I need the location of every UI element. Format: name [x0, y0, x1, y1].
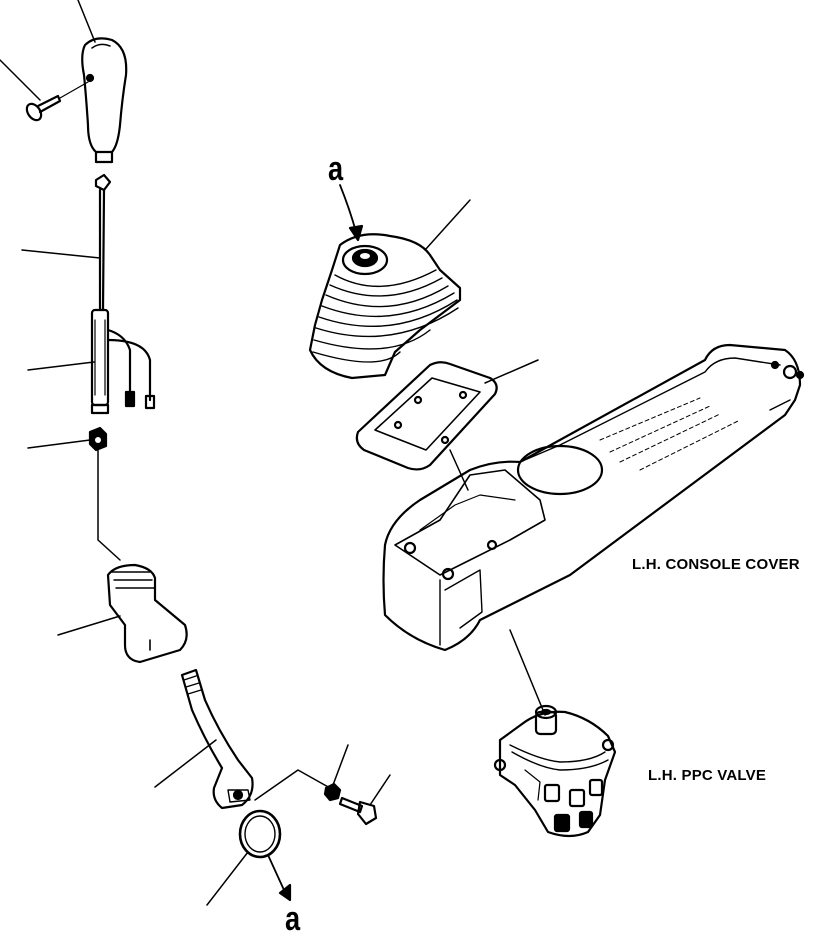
leader-screw	[0, 59, 41, 101]
leader-rod	[154, 739, 217, 788]
assembly-line-1	[97, 449, 121, 561]
ppc-valve-label: L.H. PPC VALVE	[648, 767, 767, 784]
o-ring	[238, 809, 282, 859]
leader-socket	[57, 615, 121, 636]
screw-axis	[59, 81, 89, 99]
leader-knob	[77, 0, 96, 43]
lever-socket	[106, 563, 188, 664]
leader-switch	[27, 361, 95, 371]
bolt	[338, 796, 378, 826]
ppc-valve	[493, 704, 617, 838]
ref-label-top: a	[328, 150, 344, 188]
assembly-line-3	[449, 449, 469, 491]
leader-small-nut	[332, 744, 349, 786]
console-cover	[382, 343, 805, 652]
leader-plate	[484, 359, 539, 384]
lever-rod	[180, 668, 254, 810]
arrow-to-ref-bottom	[267, 854, 292, 902]
leader-wire	[21, 249, 101, 259]
leader-nut	[27, 439, 91, 449]
ref-label-bottom: a	[285, 900, 301, 938]
nut	[88, 426, 108, 452]
knob-screw	[25, 94, 62, 122]
console-cover-label: L.H. CONSOLE COVER	[632, 556, 800, 573]
leader-o-ring	[206, 851, 249, 906]
lever-knob	[81, 37, 128, 164]
arrow-from-ref-top	[339, 184, 364, 242]
leader-boot	[424, 199, 471, 251]
boot-bellows	[308, 233, 462, 380]
small-nut	[323, 782, 342, 802]
leader-bolt	[369, 774, 391, 806]
switch-harness	[90, 173, 156, 415]
boot-plate	[355, 361, 498, 471]
console-to-valve-line	[509, 629, 546, 716]
assembly-line-2	[254, 769, 331, 801]
